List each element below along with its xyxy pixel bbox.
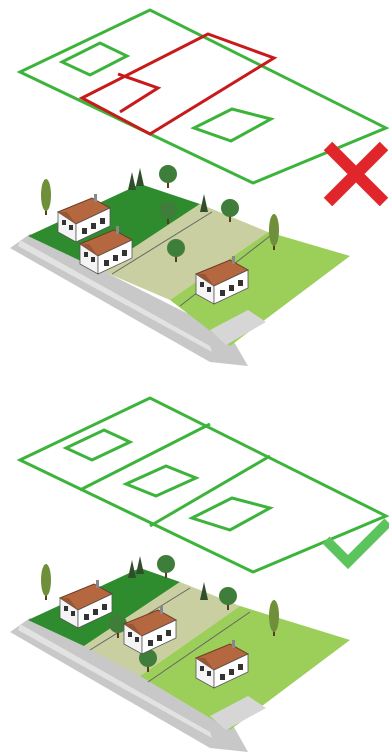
tree-icon: [200, 194, 208, 212]
plot-building-right: [194, 109, 271, 141]
incorrect-neighborhood-illustration: [10, 165, 350, 366]
tree-icon: [136, 168, 144, 186]
tree-icon: [128, 172, 136, 190]
tree-icon: [41, 564, 51, 600]
plot-building: [192, 498, 270, 530]
tree-icon: [157, 555, 175, 578]
plot-highlighted-split: [118, 74, 158, 112]
plot-building: [126, 466, 196, 496]
incorrect-panel: [10, 10, 386, 366]
cross-icon: [328, 146, 384, 202]
correct-panel: [10, 398, 388, 752]
tree-icon: [136, 556, 144, 574]
correct-neighborhood-illustration: [10, 555, 350, 752]
tree-icon: [159, 165, 177, 188]
tree-icon: [41, 179, 51, 215]
tree-icon: [128, 560, 136, 578]
